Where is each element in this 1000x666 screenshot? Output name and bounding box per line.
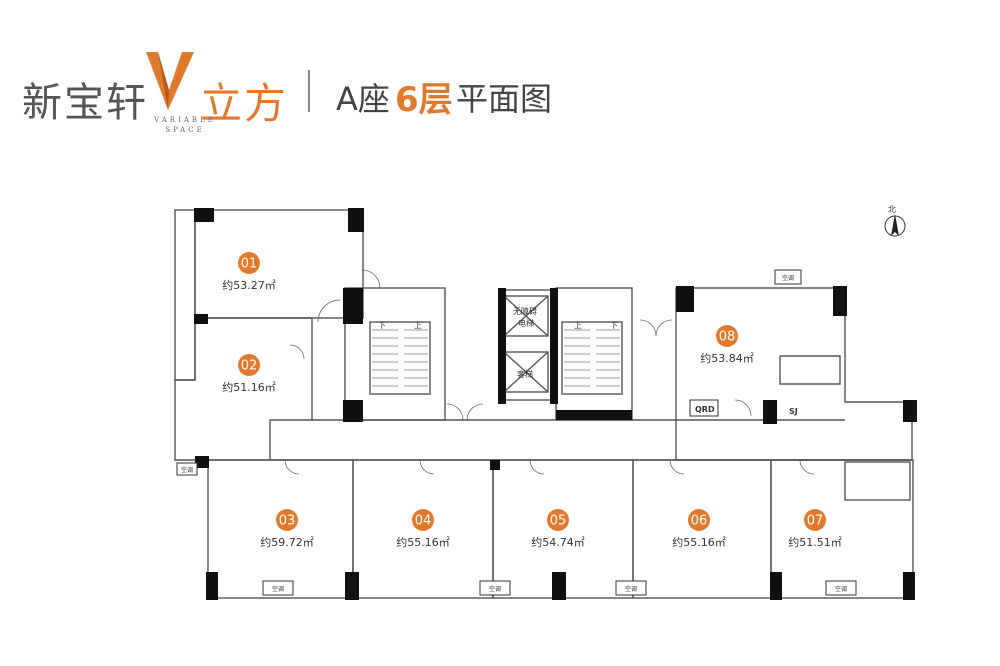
unit-area: 约51.51㎡ <box>788 536 842 549</box>
qrd-box <box>689 399 719 417</box>
title-rest: 平面图 <box>456 80 553 118</box>
right-stair-down: 下 <box>610 321 618 330</box>
right-stair-up: 上 <box>574 321 582 330</box>
unit-number: 07 <box>807 514 824 529</box>
unit-number: 02 <box>241 359 258 374</box>
unit-number-badge <box>238 354 260 376</box>
unit-number-badge <box>547 509 569 531</box>
unit-area: 约54.74㎡ <box>531 536 585 549</box>
ac-label: 空调 <box>625 585 637 593</box>
unit-number: 03 <box>279 514 296 529</box>
header-separator <box>308 70 310 112</box>
compass-north-label: 北 <box>888 205 896 214</box>
brand-name-left: 新宝轩 <box>22 80 148 126</box>
unit-number-badge <box>412 509 434 531</box>
qrd-label: QRD <box>695 405 715 414</box>
unit-07-outline <box>770 459 914 599</box>
accessible-elevator-label-2: 电梯 <box>518 318 534 328</box>
left-stair-down: 下 <box>378 321 386 330</box>
title-floor: 6层 <box>395 80 453 120</box>
unit-marker-04: 04 约55.16㎡ <box>396 509 450 549</box>
header: 新宝轩 立方 VARIABLE SPACE A座 6层 平面图 <box>0 0 1000 140</box>
unit-number: 01 <box>241 257 258 272</box>
ac-label: 空调 <box>272 585 284 593</box>
unit-number-badge <box>238 252 260 274</box>
unit-number-badge <box>276 509 298 531</box>
brand-name-right: 立方 <box>200 79 289 128</box>
structural-columns <box>194 208 917 600</box>
unit-number: 08 <box>719 330 736 345</box>
unit-area: 约55.16㎡ <box>672 536 726 549</box>
unit-number: 05 <box>550 514 567 529</box>
unit-area: 约51.16㎡ <box>222 381 276 394</box>
title-building: A座 <box>336 80 390 118</box>
ac-label: 空调 <box>835 585 847 593</box>
brand-v-logo-icon <box>146 52 194 110</box>
unit-number-badge <box>688 509 710 531</box>
unit-marker-02: 02 约51.16㎡ <box>222 354 276 394</box>
unit-markers: 01 约53.27㎡ 02 约51.16㎡ 03 约59.72㎡ 04 约55.16㎡ 05 约5… <box>222 252 842 549</box>
ac-label: 空调 <box>489 585 501 593</box>
ac-label: 空调 <box>782 274 794 282</box>
unit-number-badge <box>804 509 826 531</box>
unit-area: 约53.84㎡ <box>700 352 754 365</box>
unit-01-outline <box>194 209 364 319</box>
unit-marker-03: 03 约59.72㎡ <box>260 509 314 549</box>
ac-units <box>176 269 857 596</box>
unit-03-outline <box>207 459 354 599</box>
unit-area: 约53.27㎡ <box>222 279 276 292</box>
sj-label: SJ <box>789 407 798 416</box>
unit-number-badge <box>716 325 738 347</box>
unit-marker-07: 07 约51.51㎡ <box>788 509 842 549</box>
ac-label: 空调 <box>181 466 193 474</box>
compass-icon: 北 <box>884 205 906 237</box>
left-stair-up: 上 <box>414 321 422 330</box>
unit-marker-01: 01 约53.27㎡ <box>222 252 276 292</box>
unit-marker-06: 06 约55.16㎡ <box>672 509 726 549</box>
brand-subtitle-line1: VARIABLE <box>154 116 216 124</box>
accessible-elevator-label-1: 无障碍 <box>513 306 537 316</box>
unit-number: 06 <box>691 514 708 529</box>
unit-number: 04 <box>415 514 432 529</box>
unit-marker-08: 08 约53.84㎡ <box>700 325 754 365</box>
brand-subtitle-line2: SPACE <box>165 126 205 134</box>
unit-area: 约55.16㎡ <box>396 536 450 549</box>
passenger-elevator-label: 客梯 <box>517 369 533 379</box>
unit-marker-05: 05 约54.74㎡ <box>531 509 585 549</box>
unit-area: 约59.72㎡ <box>260 536 314 549</box>
